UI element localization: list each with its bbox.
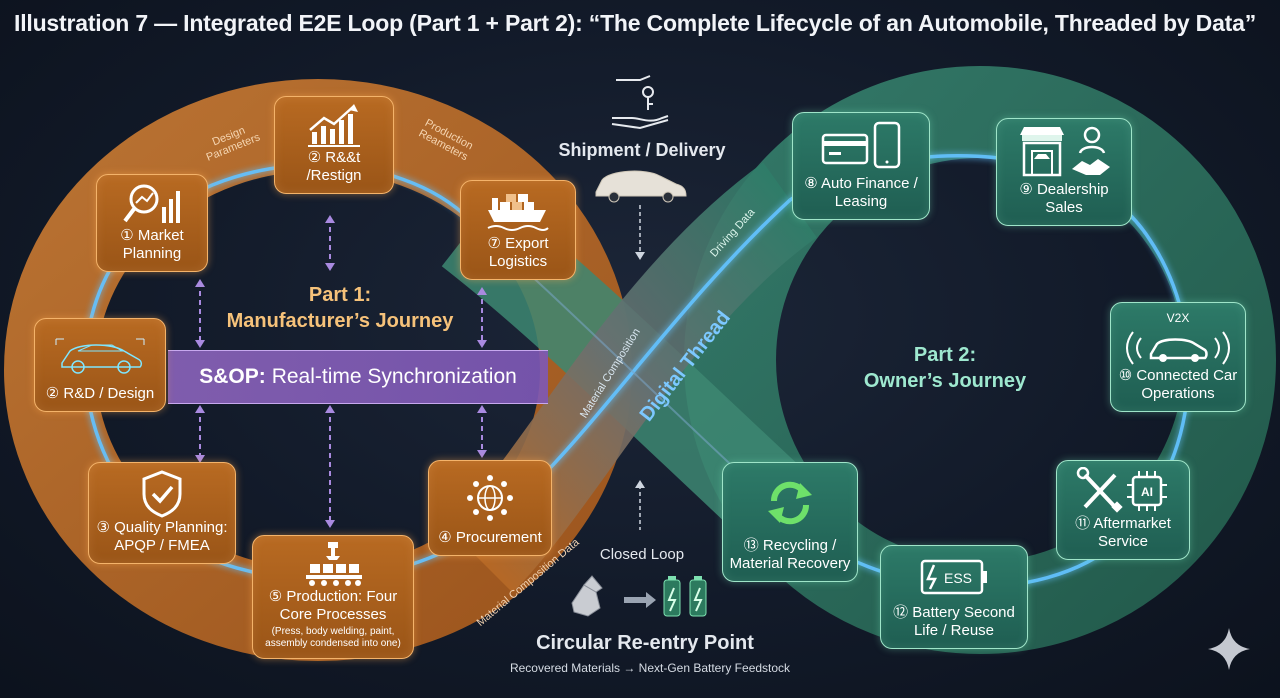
procurement-label: ④ Procurement <box>438 529 542 546</box>
recycling-label: ⑬ Recycling / Material Recovery <box>729 537 851 572</box>
magnifier-chart-icon <box>123 184 180 223</box>
battery-second-life-label: ⑫ Battery Second Life / Reuse <box>893 604 1015 639</box>
part2-heading-line2: Owner’s Journey <box>863 370 1027 392</box>
node-production[interactable]: ⑤ Production: Four Core Processes (Press… <box>252 535 414 659</box>
auto-finance-label: ⑧ Auto Finance / Leasing <box>804 175 918 210</box>
cargo-ship-icon <box>487 194 549 231</box>
node-export-logistics[interactable]: ⑦ Export Logistics <box>460 180 576 280</box>
circular-reentry-subtitle: Recovered Materials → Next-Gen Battery F… <box>509 661 791 675</box>
node-connected-car[interactable]: V2X ⑩ Connected Car Operations <box>1110 302 1246 412</box>
node-refresh-restyle[interactable]: ② R&&t /Restign <box>274 96 394 194</box>
tools-ai-icon: AI <box>1076 467 1167 513</box>
production-sub-label: (Press, body welding, paint, assembly co… <box>265 626 401 649</box>
refresh-restyle-label: ② R&&t /Restign <box>306 149 362 184</box>
car-wireframe-icon <box>55 338 145 374</box>
page-title: Illustration 7 — Integrated E2E Loop (Pa… <box>14 10 1257 36</box>
sop-rest-label: Real-time Synchronization <box>271 365 517 388</box>
store-handshake-icon <box>1020 126 1110 177</box>
globe-network-icon <box>467 475 513 521</box>
arrow-right-icon <box>624 592 656 608</box>
part1-heading-line1: Part 1: <box>308 284 372 306</box>
circular-reentry-title: Circular Re-entry Point <box>536 632 754 654</box>
recovered-materials-icon <box>571 575 603 617</box>
v2x-tag: V2X <box>1166 311 1190 325</box>
production-label: ⑤ Production: Four Core Processes <box>268 588 398 623</box>
market-planning-label: ① Market Planning <box>120 227 184 262</box>
delivery-car-icon <box>595 170 687 203</box>
hand-key-icon <box>611 75 669 130</box>
closed-loop-label: Closed Loop <box>599 546 685 563</box>
aftermarket-service-label: ⑪ Aftermarket Service <box>1075 515 1171 550</box>
ai-chip-label: AI <box>1141 485 1153 499</box>
part2-heading: Part 2: Owner’s Journey <box>835 342 1055 394</box>
node-battery-second-life[interactable]: ESS ⑫ Battery Second Life / Reuse <box>880 545 1028 649</box>
node-auto-finance[interactable]: ⑧ Auto Finance / Leasing <box>792 112 930 220</box>
shipment-delivery-label: Shipment / Delivery <box>558 140 726 160</box>
part1-heading: Part 1: Manufacturer’s Journey <box>200 282 480 334</box>
export-logistics-label: ⑦ Export Logistics <box>487 235 549 270</box>
battery-ess-icon: ESS <box>920 559 987 595</box>
sop-bold-label: S&OP: <box>199 365 266 388</box>
recycle-arrows-icon <box>768 481 812 525</box>
node-dealership-sales[interactable]: ⑨ Dealership Sales <box>996 118 1132 226</box>
conveyor-icon <box>306 542 362 586</box>
part2-heading-line1: Part 2: <box>913 344 977 366</box>
node-recycling[interactable]: ⑬ Recycling / Material Recovery <box>722 462 858 582</box>
part1-heading-line2: Manufacturer’s Journey <box>226 310 454 332</box>
node-aftermarket-service[interactable]: AI ⑪ Aftermarket Service <box>1056 460 1190 560</box>
dealership-sales-label: ⑨ Dealership Sales <box>1019 181 1109 216</box>
quality-planning-label: ③ Quality Planning: APQP / FMEA <box>96 519 228 554</box>
sparkle-icon <box>1208 628 1250 670</box>
card-phone-icon <box>821 121 901 169</box>
sop-band: S&OP: Real-time Synchronization <box>168 350 548 404</box>
node-procurement[interactable]: ④ Procurement <box>428 460 552 556</box>
node-rnd-design[interactable]: ② R&D / Design <box>34 318 166 412</box>
node-quality-planning[interactable]: ③ Quality Planning: APQP / FMEA <box>88 462 236 564</box>
shield-check-icon <box>142 470 182 518</box>
node-market-planning[interactable]: ① Market Planning <box>96 174 208 272</box>
connected-car-label: ⑩ Connected Car Operations <box>1118 367 1238 402</box>
rnd-design-label: ② R&D / Design <box>45 385 155 402</box>
car-signal-icon <box>1126 331 1230 365</box>
ess-chip-label: ESS <box>944 570 972 586</box>
growth-chart-icon <box>308 104 360 147</box>
battery-feedstock-icon <box>663 576 707 617</box>
